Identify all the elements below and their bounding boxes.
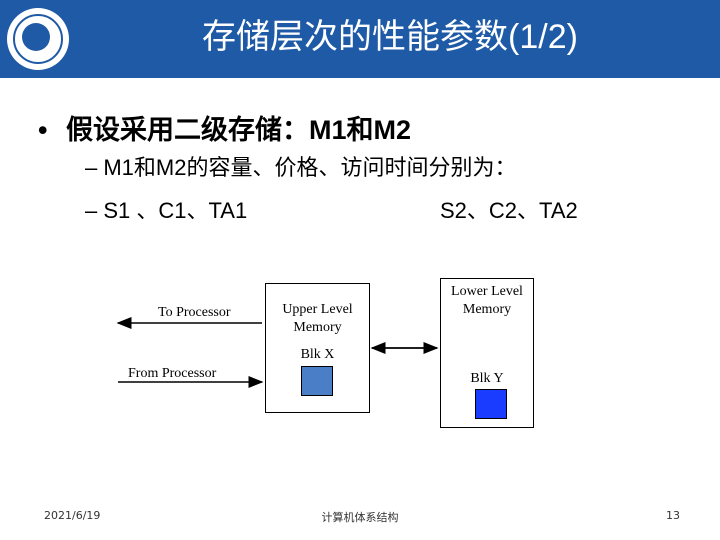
footer-date: 2021/6/19 [44, 509, 101, 522]
logo-emblem-icon [22, 23, 50, 51]
to-processor-label: To Processor [158, 305, 231, 320]
slide-title: 存储层次的性能参数(1/2) [202, 18, 578, 56]
footer-page-number: 13 [666, 509, 680, 522]
lower-level-memory-label: Lower Level Memory [451, 284, 523, 317]
title-bar: 存储层次的性能参数(1/2) [0, 0, 720, 78]
block-x [301, 366, 333, 396]
upper-level-memory-label: Upper Level Memory [282, 302, 353, 335]
block-y [475, 389, 507, 419]
main-bullet: • 假设采用二级存储：M1和M2 [38, 108, 411, 147]
lower-level-memory-box: Lower Level Memory Blk Y [440, 278, 534, 428]
blk-y-label: Blk Y [470, 371, 504, 386]
sub-bullet-2-left: – S1 、C1、TA1 [85, 198, 248, 223]
footer-course: 计算机体系结构 [321, 511, 399, 524]
upper-level-memory-box: Upper Level Memory Blk X [265, 283, 370, 413]
university-logo [7, 8, 69, 70]
bullet-dot-icon: • [38, 115, 48, 145]
sub-bullet-1: – M1和M2的容量、价格、访问时间分别为： [85, 155, 517, 180]
logo-ring [13, 14, 63, 64]
sub-bullet-2-right: S2、C2、TA2 [440, 198, 578, 223]
main-bullet-text: 假设采用二级存储：M1和M2 [66, 115, 412, 145]
from-processor-label: From Processor [128, 366, 217, 381]
blk-x-label: Blk X [300, 347, 335, 362]
